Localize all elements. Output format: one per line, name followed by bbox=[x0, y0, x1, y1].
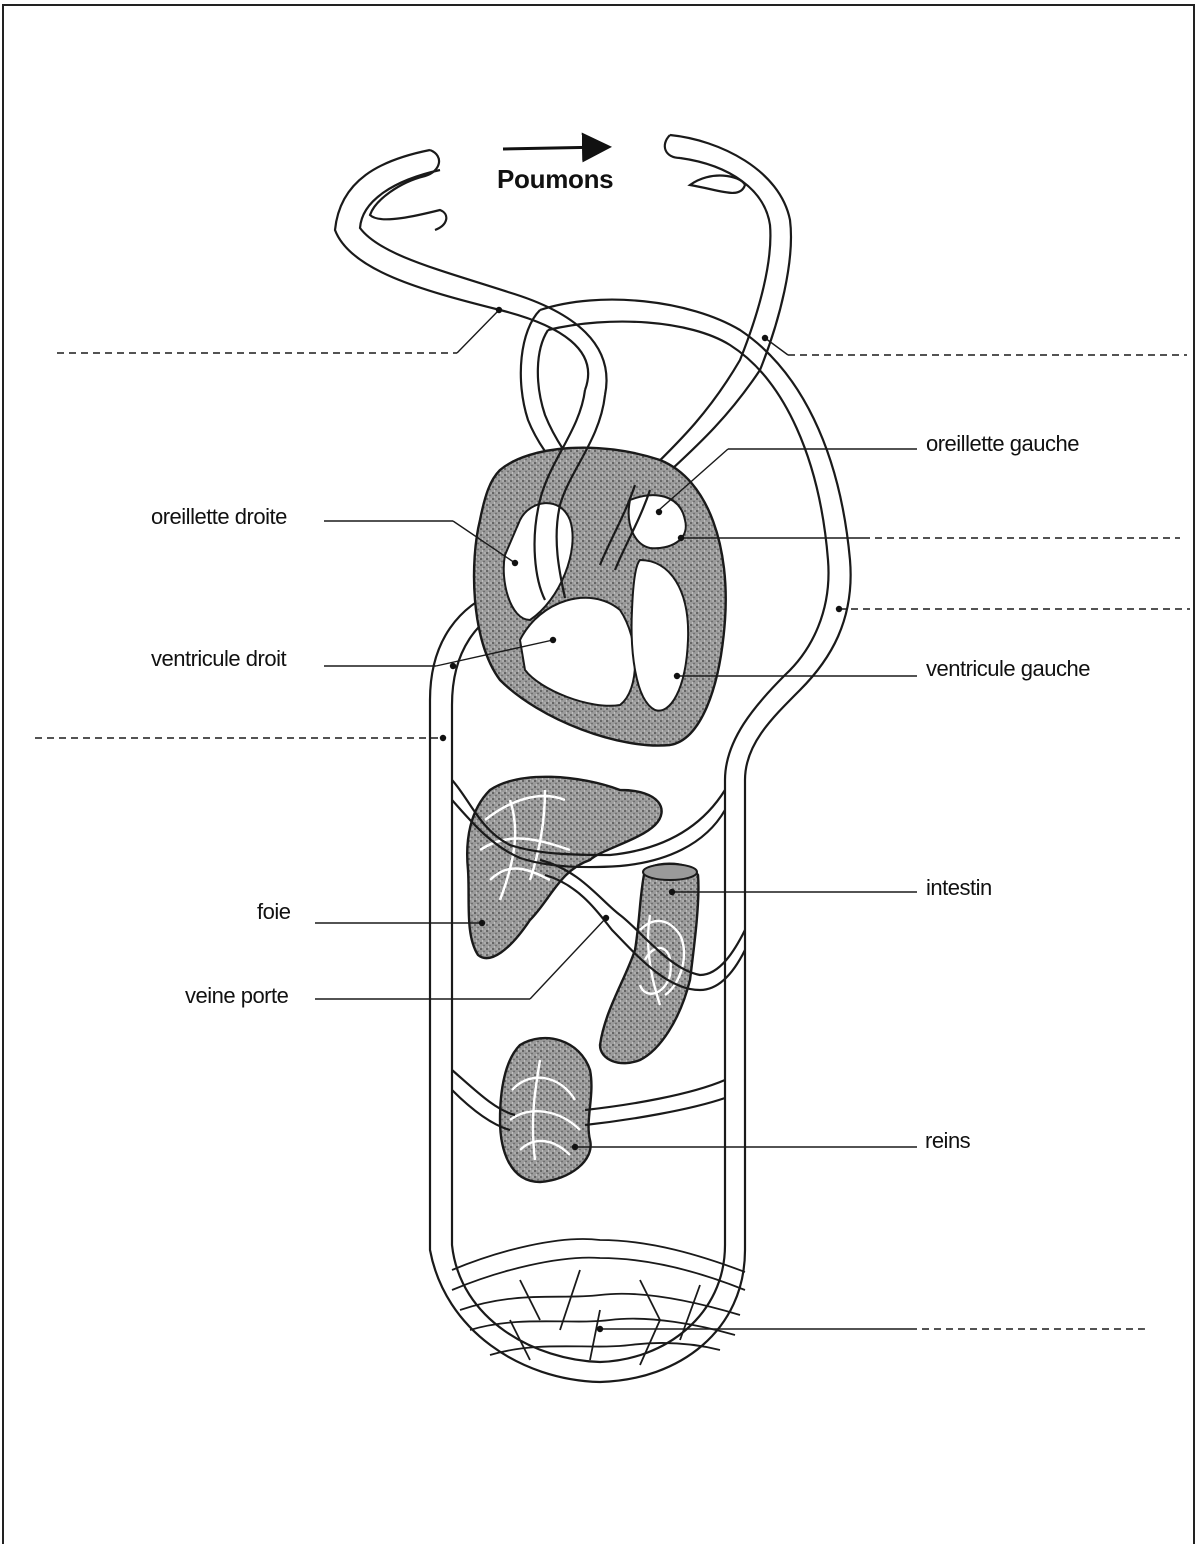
body-capillaries bbox=[452, 1239, 745, 1365]
liver bbox=[467, 777, 661, 958]
kidneys-label: reins bbox=[925, 1130, 970, 1152]
left-ventricle-label: ventricule gauche bbox=[926, 658, 1090, 680]
intestine bbox=[600, 864, 698, 1063]
left-atrium-label: oreillette gauche bbox=[926, 433, 1079, 455]
lung-direction-arrow bbox=[503, 147, 606, 149]
liver-label: foie bbox=[257, 901, 290, 923]
intestine-label: intestin bbox=[926, 877, 992, 899]
kidney bbox=[500, 1038, 591, 1182]
right-ventricle-label: ventricule droit bbox=[151, 648, 286, 670]
portal-vein-label: veine porte bbox=[185, 985, 288, 1007]
lungs-label: Poumons bbox=[497, 166, 613, 192]
right-atrium-label: oreillette droite bbox=[151, 506, 287, 528]
heart bbox=[474, 448, 726, 746]
